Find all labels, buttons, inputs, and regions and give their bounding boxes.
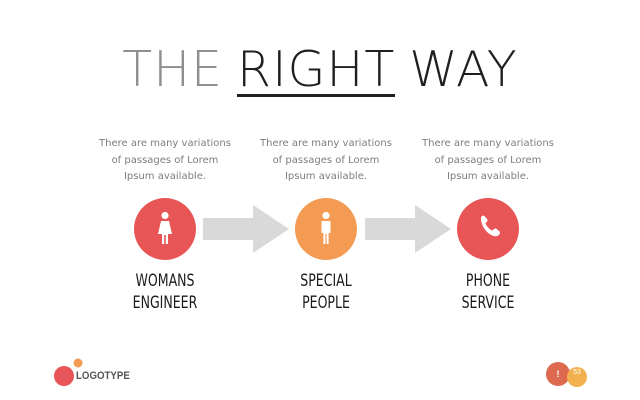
- step-label: WOMANS ENGINEER: [112, 270, 219, 314]
- title-word-way: WAY: [409, 41, 518, 98]
- arrow-right-icon: [365, 205, 451, 253]
- step-label-line: ENGINEER: [132, 293, 198, 313]
- step-label-line: PHONE: [465, 271, 511, 291]
- step-label-line: SERVICE: [461, 293, 515, 313]
- step-label-line: SPECIAL: [300, 271, 352, 291]
- step-label: PHONE SERVICE: [435, 270, 542, 314]
- step-circle-woman: [134, 198, 196, 260]
- svg-text:!: !: [557, 369, 560, 379]
- page-number: 53: [573, 369, 581, 376]
- step-circle-person: [295, 198, 357, 260]
- step-label-line: WOMANS: [135, 271, 195, 291]
- step-label-line: PEOPLE: [302, 293, 350, 313]
- title-word-right: RIGHT: [237, 41, 396, 98]
- woman-icon: [158, 211, 172, 244]
- logo-text: LOGOTYPE: [76, 370, 130, 382]
- step-circle-phone: [457, 198, 519, 260]
- person-icon: [321, 211, 331, 244]
- title-word-the: THE: [122, 41, 224, 98]
- logo-mark-icon: [54, 358, 83, 386]
- step-label: SPECIAL PEOPLE: [273, 270, 380, 314]
- step-description: There are many variations of passages of…: [422, 138, 554, 182]
- step-description: There are many variations of passages of…: [260, 138, 392, 182]
- arrow-right-icon: [203, 205, 289, 253]
- phone-icon: [480, 215, 501, 237]
- step-description: There are many variations of passages of…: [99, 138, 231, 182]
- page-badge-icon: !: [546, 362, 587, 387]
